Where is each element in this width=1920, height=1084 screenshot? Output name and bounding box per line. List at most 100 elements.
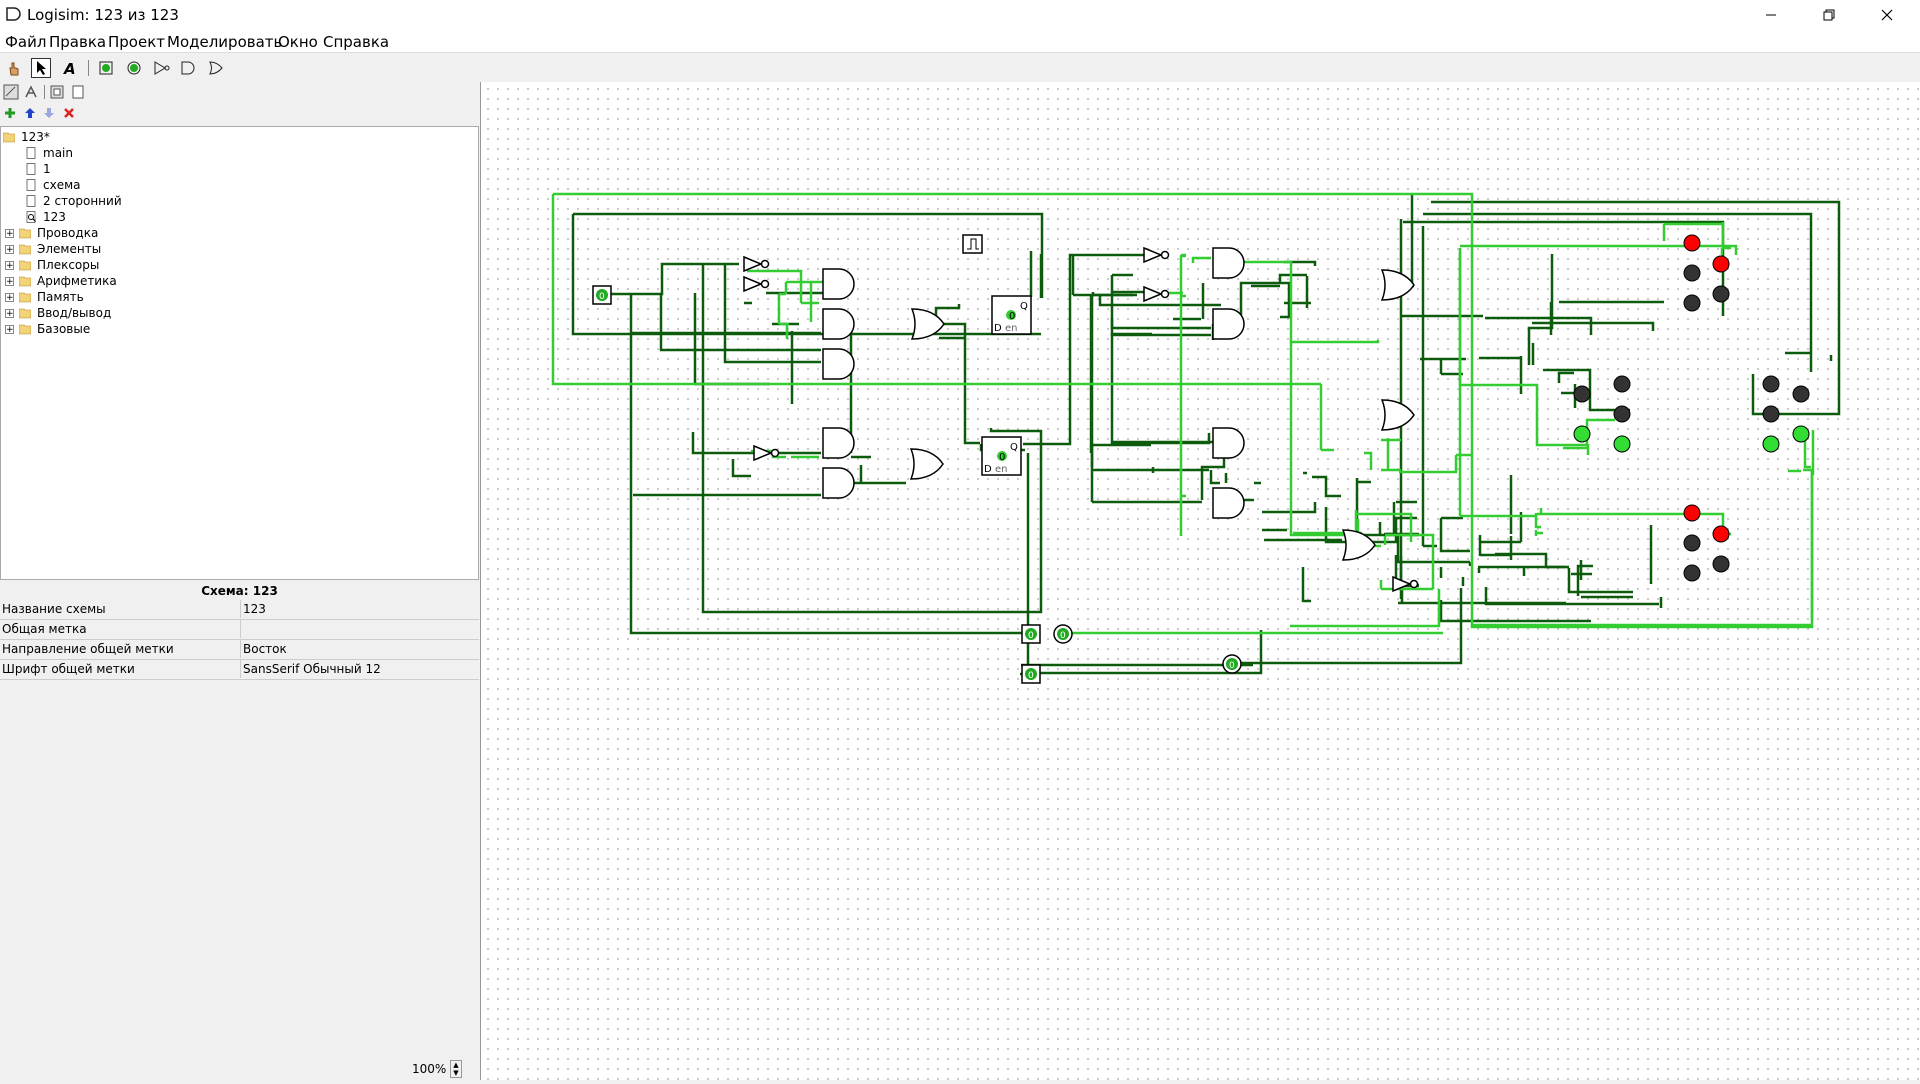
delete-circuit-button[interactable] [62,106,76,120]
explorer-toolbar [0,82,480,104]
and-gate[interactable] [1212,247,1245,279]
menu-file[interactable]: Файл [5,33,47,51]
and-gate[interactable] [1212,487,1245,519]
led-green [1573,425,1591,443]
attr-value-label-font[interactable]: SansSerif Обычный 12 [240,660,478,678]
circuit-canvas[interactable]: 0 Q D en 0 Q D en [481,82,1920,1080]
tree-lib-base[interactable]: + Базовые [5,321,90,337]
attr-key: Название схемы [2,602,106,616]
attr-row-label-direction: Направление общей метки Восток [0,640,479,660]
or-gate[interactable] [1380,399,1415,431]
toolbox-view-button[interactable] [2,83,20,101]
attribute-table: Схема: 123 Название схемы 123 Общая метк… [0,582,479,1056]
add-and-gate-tool[interactable] [178,58,198,78]
folder-icon [19,276,31,287]
or-gate[interactable] [1341,529,1376,561]
minimize-button[interactable] [1742,0,1800,30]
tree-lib-io[interactable]: + Ввод/вывод [5,305,111,321]
tree-lib-gates[interactable]: + Элементы [5,241,101,257]
zoom-control: 100% ▲▼ [0,1058,479,1080]
tree-circuit-1[interactable]: 1 [25,161,51,177]
tree-lib-arithmetic[interactable]: + Арифметика [5,273,117,289]
simulation-view-button[interactable] [22,83,40,101]
flip-flop-q-label: Q [1020,301,1028,312]
tree-circuit-123[interactable]: 123 [25,209,66,225]
expand-icon[interactable]: + [5,228,14,239]
and-gate[interactable] [822,467,855,499]
or-gate[interactable] [1380,269,1415,301]
tree-item-label: Память [37,290,84,304]
tree-circuit-2-sided[interactable]: 2 сторонний [25,193,122,209]
d-flip-flop[interactable]: 0 Q D en [991,295,1032,335]
led-indicators [1573,234,1810,582]
circuit-icon [26,147,36,159]
not-gate[interactable] [743,275,770,293]
add-or-gate-tool[interactable] [206,58,226,78]
pin-value: 0 [1028,631,1034,641]
expand-icon[interactable]: + [5,292,14,303]
menu-project[interactable]: Проект [108,33,166,51]
menu-simulate[interactable]: Моделировать [167,33,283,51]
not-gate[interactable] [1392,575,1419,593]
input-pin[interactable]: 0 [1021,664,1041,684]
not-gate[interactable] [753,444,780,462]
attr-key: Направление общей метки [2,642,174,656]
input-pin[interactable]: 0 [1021,624,1041,644]
select-tool[interactable] [31,58,51,78]
and-gate[interactable] [822,427,855,459]
and-gate[interactable] [1212,308,1245,340]
tree-item-label: Базовые [37,322,91,336]
and-gate[interactable] [1212,427,1245,459]
menu-window[interactable]: Окно [278,33,318,51]
led-red [1712,525,1730,543]
and-gate[interactable] [822,348,855,380]
expand-icon[interactable]: + [5,308,14,319]
tree-item-label: Элементы [37,242,102,256]
hand-poke-tool[interactable] [4,58,24,78]
tree-lib-plexers[interactable]: + Плексоры [5,257,99,273]
add-not-gate-tool[interactable] [152,58,172,78]
menu-edit[interactable]: Правка [49,33,107,51]
simulation-tree-icon [25,85,37,98]
expand-icon[interactable]: + [5,324,14,335]
zoom-spinner[interactable]: ▲▼ [450,1060,462,1078]
restore-icon [1823,9,1835,21]
move-circuit-up-button[interactable] [23,106,37,120]
not-gate[interactable] [743,255,770,273]
tree-circuit-main[interactable]: main [25,145,73,161]
window-title: Logisim: 123 из 123 [27,6,179,24]
restore-button[interactable] [1800,0,1858,30]
tree-circuit-schema[interactable]: схема [25,177,81,193]
tree-project-root[interactable]: 123* [3,129,50,145]
toolbar-separator [88,60,89,76]
expand-icon[interactable]: + [5,260,14,271]
add-input-pin-tool[interactable] [96,58,116,78]
clock-source[interactable] [962,234,983,254]
canvas-area: 0 Q D en 0 Q D en [480,82,1920,1080]
or-gate[interactable] [910,308,945,340]
flip-flop-q-label: Q [1010,442,1018,453]
tree-lib-memory[interactable]: + Память [5,289,84,305]
not-gate[interactable] [1143,246,1170,264]
attr-value-shared-label[interactable] [240,620,478,638]
appearance-view-button[interactable] [69,83,87,101]
and-gate[interactable] [822,308,855,340]
close-button[interactable] [1858,0,1916,30]
add-output-pin-tool[interactable] [124,58,144,78]
input-pin[interactable]: 0 [592,285,612,305]
move-circuit-down-button[interactable] [42,106,56,120]
attr-value-label-direction[interactable]: Восток [240,640,478,658]
menu-help[interactable]: Справка [323,33,390,51]
led-red [1683,234,1701,252]
add-circuit-button[interactable] [3,106,17,120]
and-gate[interactable] [822,268,855,300]
text-tool[interactable]: A [59,58,79,78]
layout-view-button[interactable] [48,83,66,101]
d-flip-flop[interactable]: 0 Q D en [981,436,1022,476]
expand-icon[interactable]: + [5,244,14,255]
not-gate[interactable] [1143,285,1170,303]
or-gate[interactable] [909,448,944,480]
attr-value-circuit-name[interactable]: 123 [240,600,478,618]
tree-lib-wiring[interactable]: + Проводка [5,225,98,241]
expand-icon[interactable]: + [5,276,14,287]
